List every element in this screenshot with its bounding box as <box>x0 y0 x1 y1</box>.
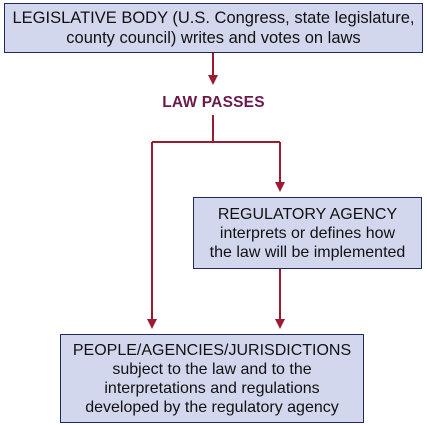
people-line-4: developed by the regulatory agency <box>85 398 339 416</box>
regulatory-agency-box: REGULATORY AGENCY interprets or defines … <box>193 197 422 269</box>
people-line-2: subject to the law and to the <box>112 360 312 378</box>
legislative-body-box: LEGISLATIVE BODY (U.S. Congress, state l… <box>4 3 423 53</box>
people-line-3: interpretations and regulations <box>104 379 320 397</box>
legislative-line-1: LEGISLATIVE BODY (U.S. Congress, state l… <box>12 9 415 27</box>
agency-title: REGULATORY AGENCY <box>217 205 398 223</box>
law-passes-label: LAW PASSES <box>162 94 265 111</box>
people-agencies-jurisdictions-box: PEOPLE/AGENCIES/JURISDICTIONS subject to… <box>60 334 364 423</box>
agency-line-2: interprets or defines how <box>219 224 396 242</box>
legislative-line-2: county council) writes and votes on laws <box>66 29 361 47</box>
agency-line-3: the law will be implemented <box>209 243 406 261</box>
people-title: PEOPLE/AGENCIES/JURISDICTIONS <box>72 341 352 359</box>
